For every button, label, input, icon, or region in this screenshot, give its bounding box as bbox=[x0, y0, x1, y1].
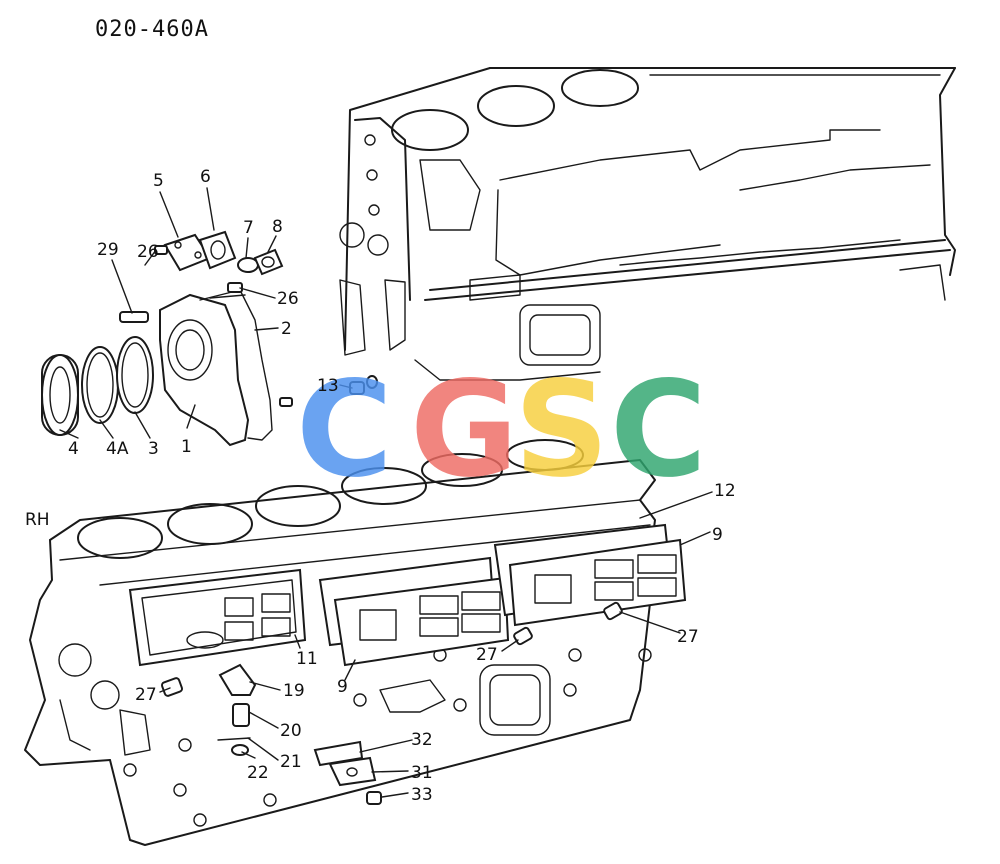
callout-6: 6 bbox=[200, 167, 211, 187]
gasket-6 bbox=[198, 230, 237, 270]
callout-31: 31 bbox=[411, 763, 433, 783]
lower-engine-block bbox=[24, 439, 656, 846]
watermark-letter-1: C bbox=[296, 353, 393, 507]
side-covers bbox=[128, 523, 687, 667]
side-label: RH bbox=[25, 510, 50, 530]
watermark-letter-4: C bbox=[610, 353, 707, 507]
callout-2: 2 bbox=[281, 319, 292, 339]
callout-1: 1 bbox=[181, 437, 192, 457]
gasket-32 bbox=[313, 740, 364, 767]
callout-29: 29 bbox=[97, 240, 119, 260]
callout-20: 20 bbox=[280, 721, 302, 741]
upper-engine-block bbox=[339, 67, 956, 381]
callout-7: 7 bbox=[243, 218, 254, 238]
watermark: C G S C bbox=[296, 353, 707, 507]
bolt-29 bbox=[119, 311, 149, 323]
bolt-26a bbox=[154, 245, 168, 255]
plug-8 bbox=[253, 248, 284, 276]
callout-12: 12 bbox=[714, 481, 736, 501]
small-parts bbox=[160, 601, 623, 805]
plug-27c bbox=[603, 601, 623, 621]
pin bbox=[279, 397, 293, 407]
callout-9-lower: 9 bbox=[337, 677, 348, 697]
leader-lines bbox=[59, 187, 713, 798]
callout-26-upper: 26 bbox=[137, 242, 159, 262]
callout-13: 13 bbox=[317, 376, 339, 396]
callout-32: 32 bbox=[411, 730, 433, 750]
callout-26-lower: 26 bbox=[277, 289, 299, 309]
plug-27b bbox=[513, 626, 533, 646]
sleeve-20 bbox=[232, 703, 250, 727]
bolt-33 bbox=[366, 791, 382, 805]
callout-21: 21 bbox=[280, 752, 302, 772]
diagram-code: 020-460A bbox=[95, 17, 209, 42]
callout-8: 8 bbox=[272, 217, 283, 237]
plate-31 bbox=[328, 756, 377, 787]
watermark-letter-3: S bbox=[514, 353, 609, 507]
callout-4a: 4A bbox=[106, 439, 129, 459]
callout-3: 3 bbox=[148, 439, 159, 459]
callout-27-left: 27 bbox=[135, 685, 157, 705]
cover-9a bbox=[333, 576, 510, 667]
callout-19: 19 bbox=[283, 681, 305, 701]
bolt-26b bbox=[227, 282, 243, 293]
callout-33: 33 bbox=[411, 785, 433, 805]
callout-4: 4 bbox=[68, 439, 79, 459]
plug-27a bbox=[160, 677, 184, 697]
callout-22: 22 bbox=[247, 763, 269, 783]
callout-27-middle: 27 bbox=[476, 645, 498, 665]
callout-9-upper: 9 bbox=[712, 525, 723, 545]
watermark-letter-2: G bbox=[410, 353, 518, 507]
callout-27-right: 27 bbox=[677, 627, 699, 647]
elbow-19 bbox=[218, 663, 257, 696]
callout-5: 5 bbox=[153, 171, 164, 191]
callout-11: 11 bbox=[296, 649, 318, 669]
front-cover-assembly bbox=[41, 230, 378, 447]
